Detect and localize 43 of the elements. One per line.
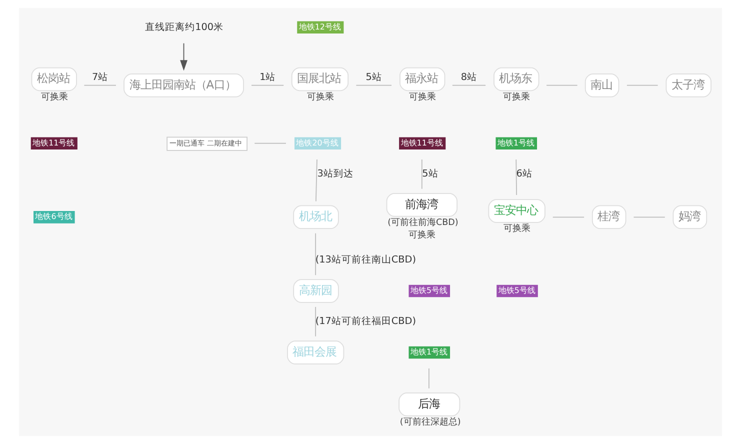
connector: [314, 232, 316, 276]
edge-label: 8站: [460, 72, 476, 83]
connector: [420, 159, 422, 190]
edge-label: 3站到达: [316, 168, 353, 180]
connector: [355, 84, 392, 86]
connector: [315, 159, 317, 202]
node-label: 可换乘: [40, 92, 68, 102]
node-box: 地铁20号线: [294, 137, 341, 150]
edge-label: 5站: [365, 72, 382, 83]
edge-label: 7站: [91, 72, 108, 83]
node-box: 地铁6号线: [33, 211, 74, 224]
node-box: 地铁11号线: [30, 137, 77, 150]
connector: [546, 84, 578, 86]
node-label: 可换乘: [408, 230, 436, 240]
connector: [552, 216, 584, 218]
node-box: 地铁12号线: [296, 21, 344, 34]
edge-label: (17站可前往福田CBD): [314, 316, 416, 328]
edge-label: 5站: [422, 168, 438, 180]
connector: [626, 84, 658, 86]
node-box: 地铁5号线: [408, 284, 450, 298]
node-box: 地铁11号线: [398, 137, 446, 150]
node-box: 地铁5号线: [496, 284, 538, 298]
node-label: 可换乘: [503, 224, 530, 234]
edge-label: 6站: [516, 168, 532, 180]
edge-label: 1站: [259, 72, 276, 83]
connector: [254, 142, 286, 144]
connector: [632, 216, 665, 218]
node-label: (可前往前海CBD): [387, 218, 458, 228]
node-text: 直线距离约100米: [144, 22, 224, 33]
edge-label: (13站可前往南山CBD): [314, 254, 416, 266]
connector: [83, 84, 116, 86]
node-label: 可换乘: [306, 92, 334, 102]
node-box: 地铁1号线: [408, 346, 450, 359]
connector: [314, 306, 316, 337]
connector: [250, 84, 284, 86]
connector: [428, 368, 429, 389]
node-label: (可前往深超总): [399, 418, 460, 428]
node-box: 地铁1号线: [495, 137, 537, 150]
connector: [452, 84, 486, 86]
node-label: 可换乘: [408, 92, 436, 102]
arrow: [180, 42, 187, 71]
node-label: 可换乘: [502, 92, 530, 102]
connector: [515, 159, 516, 196]
